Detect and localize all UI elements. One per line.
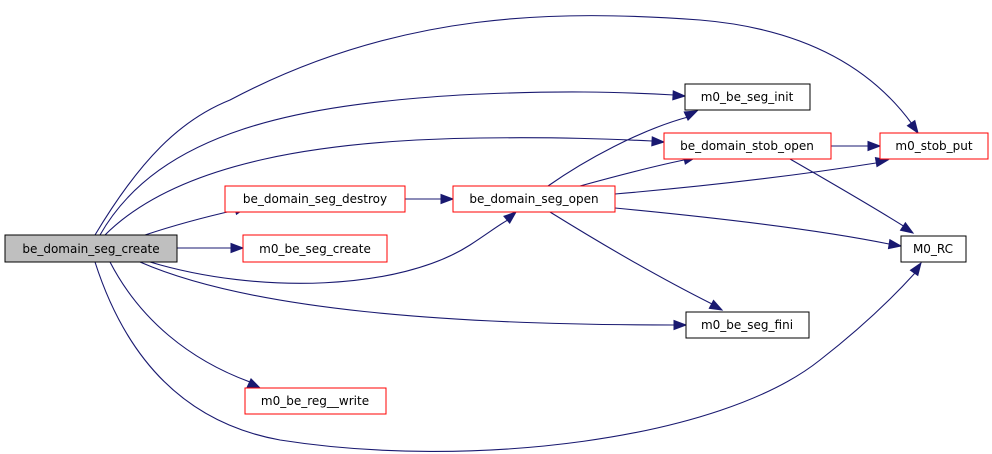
node-root[interactable]: be_domain_seg_create bbox=[4, 234, 178, 263]
edge-stob-open-to-stob-put bbox=[831, 140, 882, 152]
arrowhead-icon bbox=[246, 377, 262, 389]
node-seg-open[interactable]: be_domain_seg_open bbox=[452, 185, 616, 213]
edge-line bbox=[144, 209, 237, 236]
edge-root-to-seg-init bbox=[99, 90, 687, 236]
arrowhead-icon bbox=[906, 119, 919, 135]
node-m0-rc[interactable]: M0_RC bbox=[900, 235, 967, 263]
arrowhead-icon bbox=[683, 110, 699, 122]
edge-line bbox=[94, 261, 916, 452]
edge-seg-open-to-seg-init bbox=[547, 110, 699, 187]
edges-layer bbox=[94, 15, 922, 452]
node-label: m0_be_seg_fini bbox=[701, 318, 793, 332]
arrowhead-icon bbox=[867, 140, 882, 152]
arrowhead-icon bbox=[899, 221, 915, 234]
node-seg-create[interactable]: m0_be_seg_create bbox=[242, 234, 388, 263]
node-label: be_domain_seg_open bbox=[469, 192, 598, 206]
node-seg-fini[interactable]: m0_be_seg_fini bbox=[685, 311, 810, 339]
edge-root-to-seg-fini bbox=[139, 261, 688, 331]
arrowhead-icon bbox=[673, 319, 688, 331]
edge-root-to-seg-open bbox=[149, 211, 518, 284]
edge-seg-destroy-to-seg-open bbox=[405, 193, 455, 205]
edge-seg-open-to-m0-rc bbox=[614, 207, 903, 250]
node-label: m0_be_seg_create bbox=[259, 242, 371, 256]
edge-root-to-m0-rc bbox=[94, 261, 922, 452]
nodes-layer: be_domain_seg_create be_domain_seg_destr… bbox=[4, 83, 989, 415]
arrowhead-icon bbox=[909, 261, 922, 277]
edge-line bbox=[789, 158, 906, 228]
edge-root-to-seg-create bbox=[177, 242, 245, 254]
edge-line bbox=[109, 261, 251, 383]
edge-root-to-reg-write bbox=[109, 261, 262, 389]
edge-line bbox=[547, 116, 689, 187]
edge-line bbox=[149, 219, 509, 284]
edge-seg-open-to-stob-put bbox=[614, 157, 890, 195]
arrowhead-icon bbox=[230, 242, 245, 254]
node-seg-destroy[interactable]: be_domain_seg_destroy bbox=[224, 185, 406, 213]
node-label: be_domain_seg_destroy bbox=[243, 192, 387, 206]
node-label: be_domain_stob_open bbox=[680, 139, 814, 153]
arrowhead-icon bbox=[708, 299, 724, 311]
edge-seg-open-to-seg-fini bbox=[549, 211, 724, 311]
edge-line bbox=[614, 162, 877, 195]
node-reg-write[interactable]: m0_be_reg__write bbox=[244, 387, 387, 415]
edge-root-to-stob-put bbox=[94, 15, 919, 236]
edge-seg-open-to-stob-open bbox=[579, 154, 698, 187]
arrowhead-icon bbox=[651, 136, 666, 147]
edge-line bbox=[94, 15, 913, 236]
node-label: m0_stob_put bbox=[895, 139, 972, 153]
arrowhead-icon bbox=[887, 238, 903, 250]
node-label: be_domain_seg_create bbox=[22, 242, 159, 256]
arrowhead-icon bbox=[503, 211, 518, 225]
edge-root-to-stob-open bbox=[104, 136, 666, 236]
arrowhead-icon bbox=[440, 193, 455, 205]
node-label: M0_RC bbox=[913, 242, 953, 256]
arrowhead-icon bbox=[672, 90, 687, 101]
edge-line bbox=[104, 137, 653, 236]
node-seg-init[interactable]: m0_be_seg_init bbox=[684, 83, 811, 111]
edge-line bbox=[614, 207, 890, 245]
edge-line bbox=[99, 91, 675, 236]
node-stob-open[interactable]: be_domain_stob_open bbox=[663, 132, 832, 160]
edge-line bbox=[139, 261, 675, 326]
node-label: m0_be_reg__write bbox=[261, 394, 369, 408]
edge-line bbox=[579, 159, 685, 187]
node-label: m0_be_seg_init bbox=[701, 90, 794, 104]
edge-stob-open-to-m0-rc bbox=[789, 158, 915, 234]
node-stob-put[interactable]: m0_stob_put bbox=[879, 132, 989, 160]
edge-line bbox=[549, 211, 713, 305]
